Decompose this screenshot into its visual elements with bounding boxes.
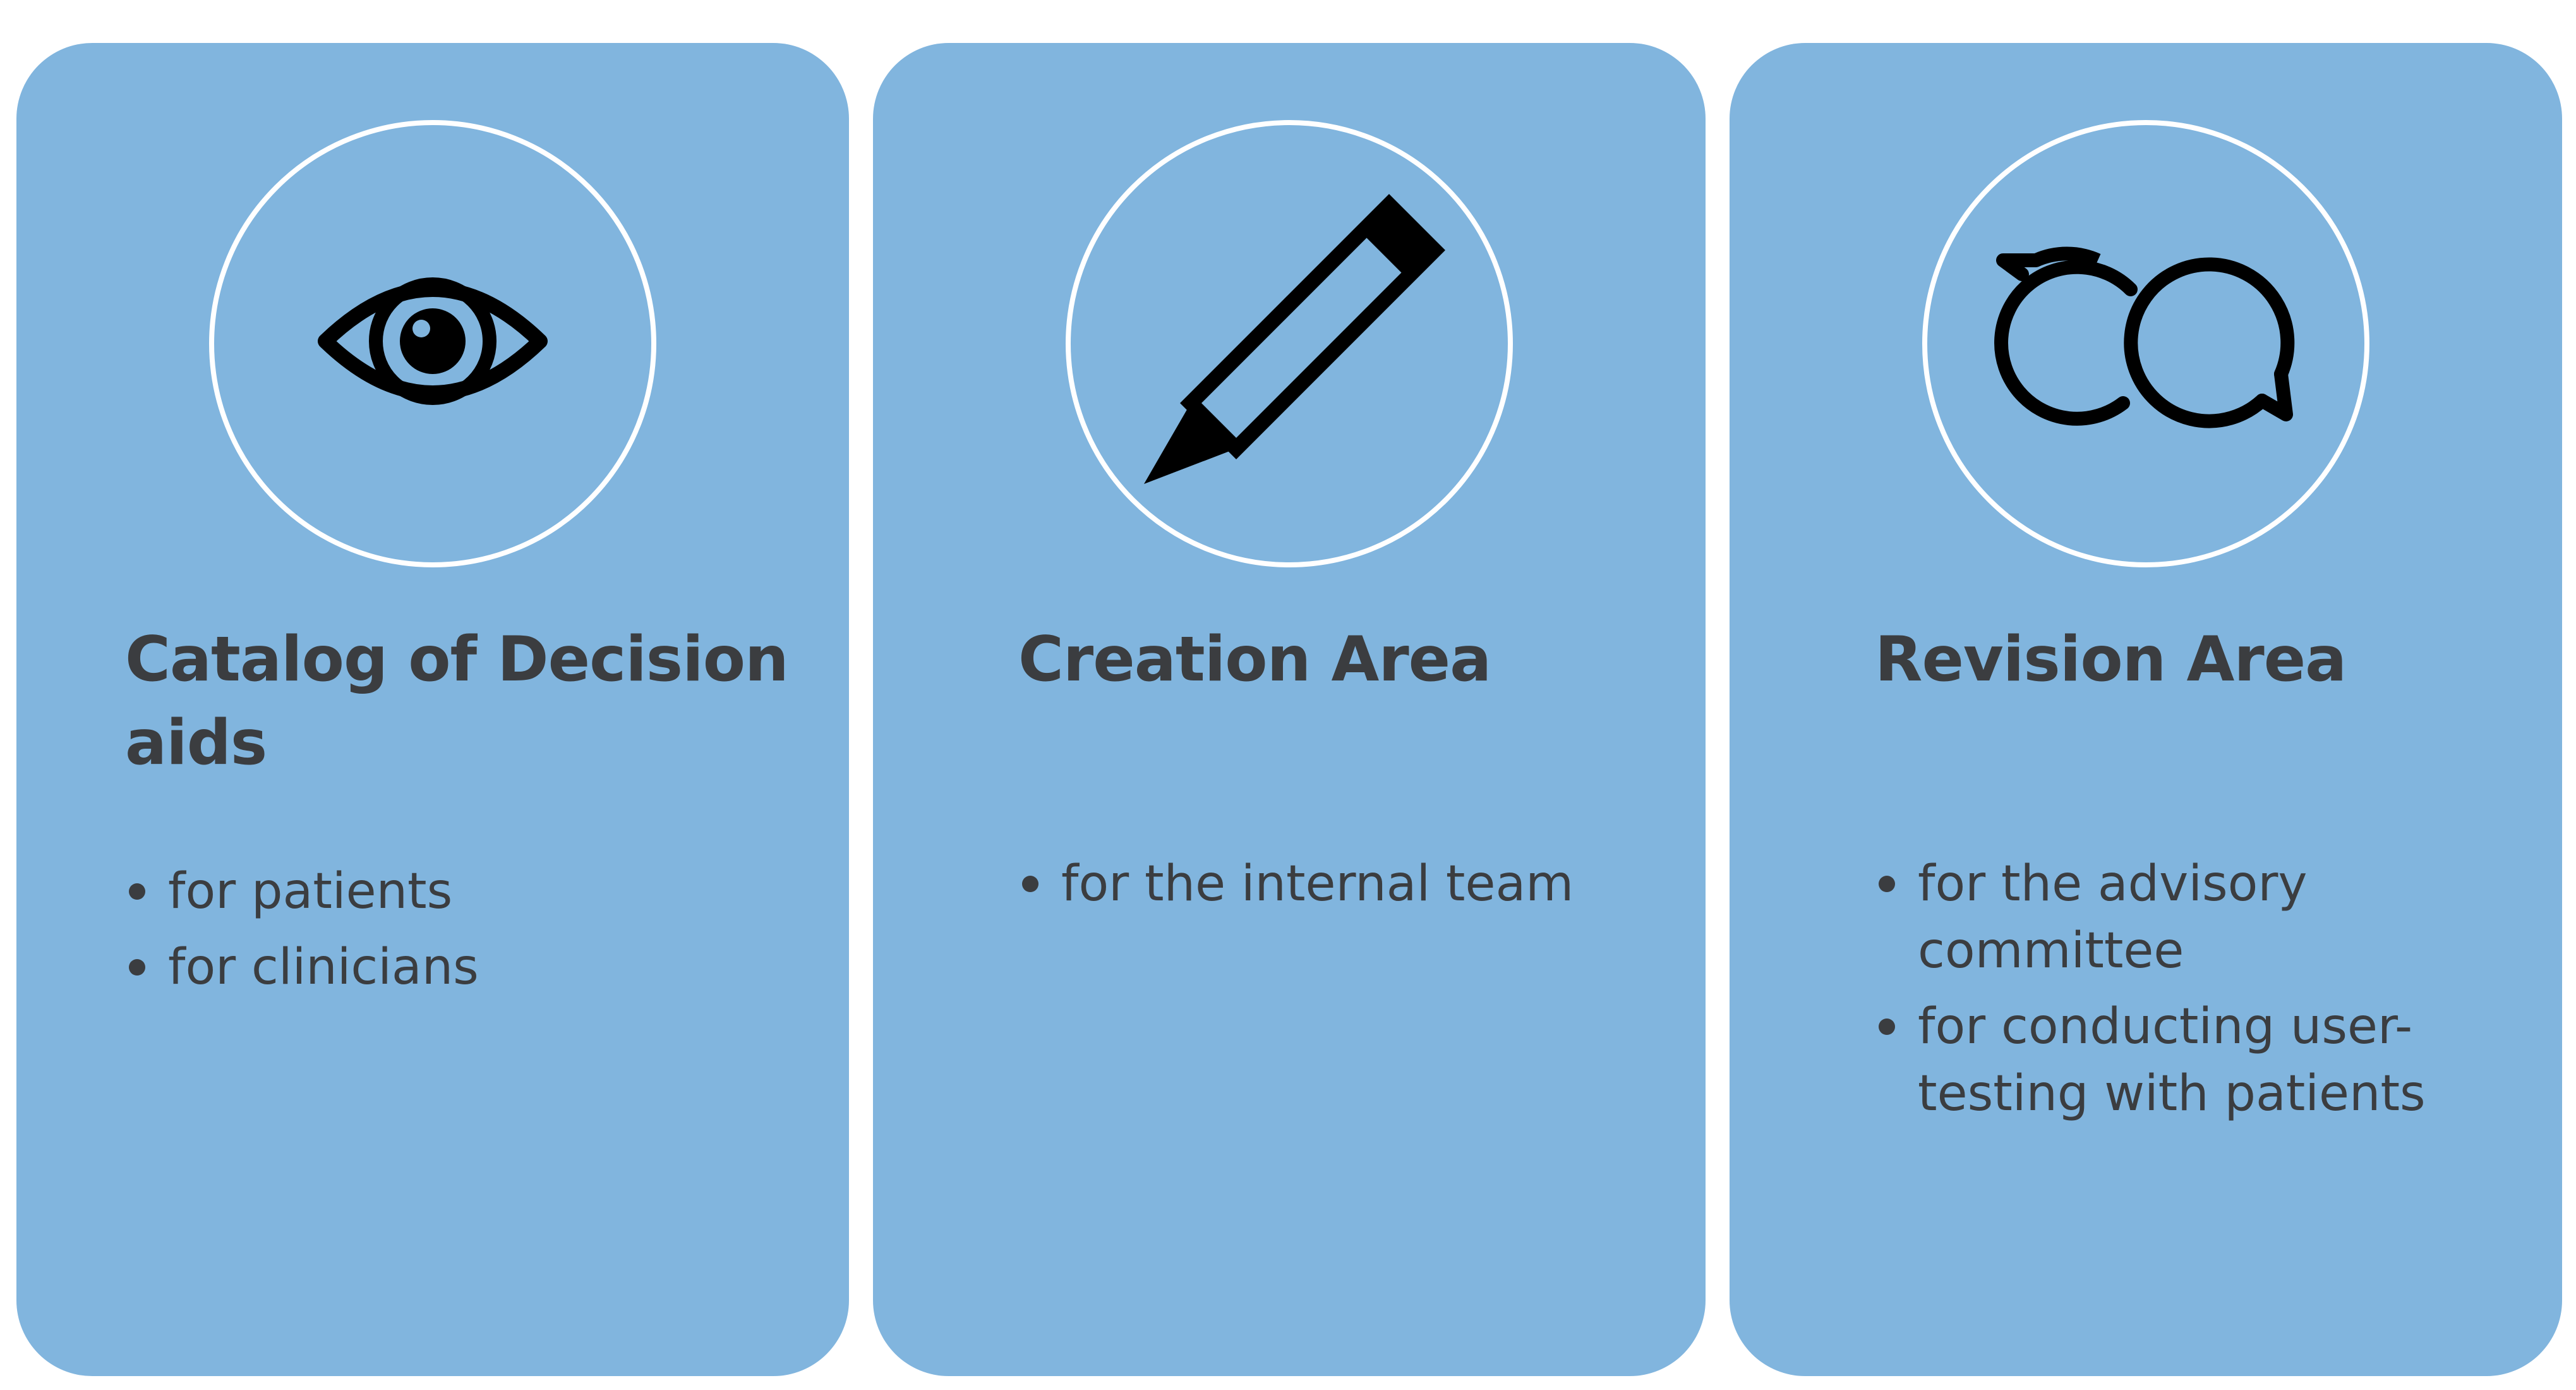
panel-creation: Creation Area for the internal team: [873, 43, 1706, 1376]
list-item-text: for the advisory committee: [1918, 855, 2308, 979]
panel-revision: Revision Area for the advisory committee…: [1730, 43, 2562, 1376]
speech-bubbles-icon: [1994, 246, 2295, 428]
bullet-dot: [1879, 876, 1895, 892]
list-item-text: for clinicians: [168, 939, 479, 996]
list-item-text: for conducting user-testing with patient…: [1918, 998, 2426, 1122]
panel-title: Revision Area: [1875, 624, 2347, 696]
bullet-dot: [129, 883, 145, 900]
panel-title: Catalog of Decision aids: [125, 624, 789, 779]
list-item-text: for the internal team: [1061, 855, 1574, 912]
eye-icon: [318, 277, 548, 405]
list-item: for patients: [125, 858, 833, 925]
bullet-dot: [1879, 1018, 1895, 1035]
pencil-icon: [1144, 194, 1445, 484]
bullet-list: for the advisory committee for conductin…: [1875, 850, 2544, 1136]
icon-circle: [1066, 120, 1513, 567]
list-item: for the internal team: [1018, 850, 1726, 917]
list-item: for clinicians: [125, 934, 833, 1001]
icon-circle: [1922, 120, 2369, 567]
list-item-text: for patients: [168, 863, 453, 920]
bullet-dot: [129, 959, 145, 976]
icon-circle: [209, 120, 656, 567]
panel-catalog: Catalog of Decision aids for patients fo…: [16, 43, 849, 1376]
bullet-list: for the internal team: [1018, 850, 1726, 926]
list-item: for conducting user-testing with patient…: [1875, 993, 2544, 1127]
panel-title: Creation Area: [1018, 624, 1491, 696]
bullet-dot: [1022, 876, 1038, 892]
list-item: for the advisory committee: [1875, 850, 2544, 984]
bullet-list: for patients for clinicians: [125, 858, 833, 1010]
